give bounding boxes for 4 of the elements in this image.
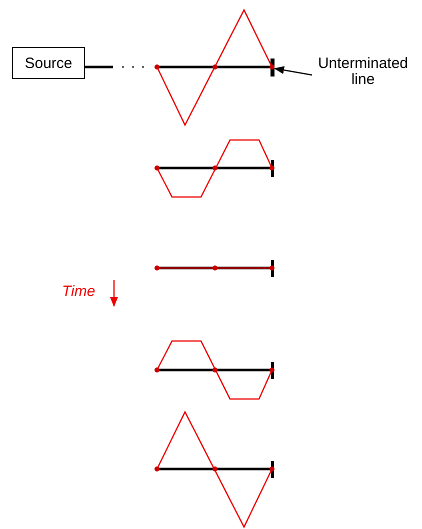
line-label: Unterminated line [308, 56, 418, 92]
leader-line [274, 66, 312, 76]
time-label: Time [62, 283, 96, 300]
source-box: Source [12, 47, 85, 79]
